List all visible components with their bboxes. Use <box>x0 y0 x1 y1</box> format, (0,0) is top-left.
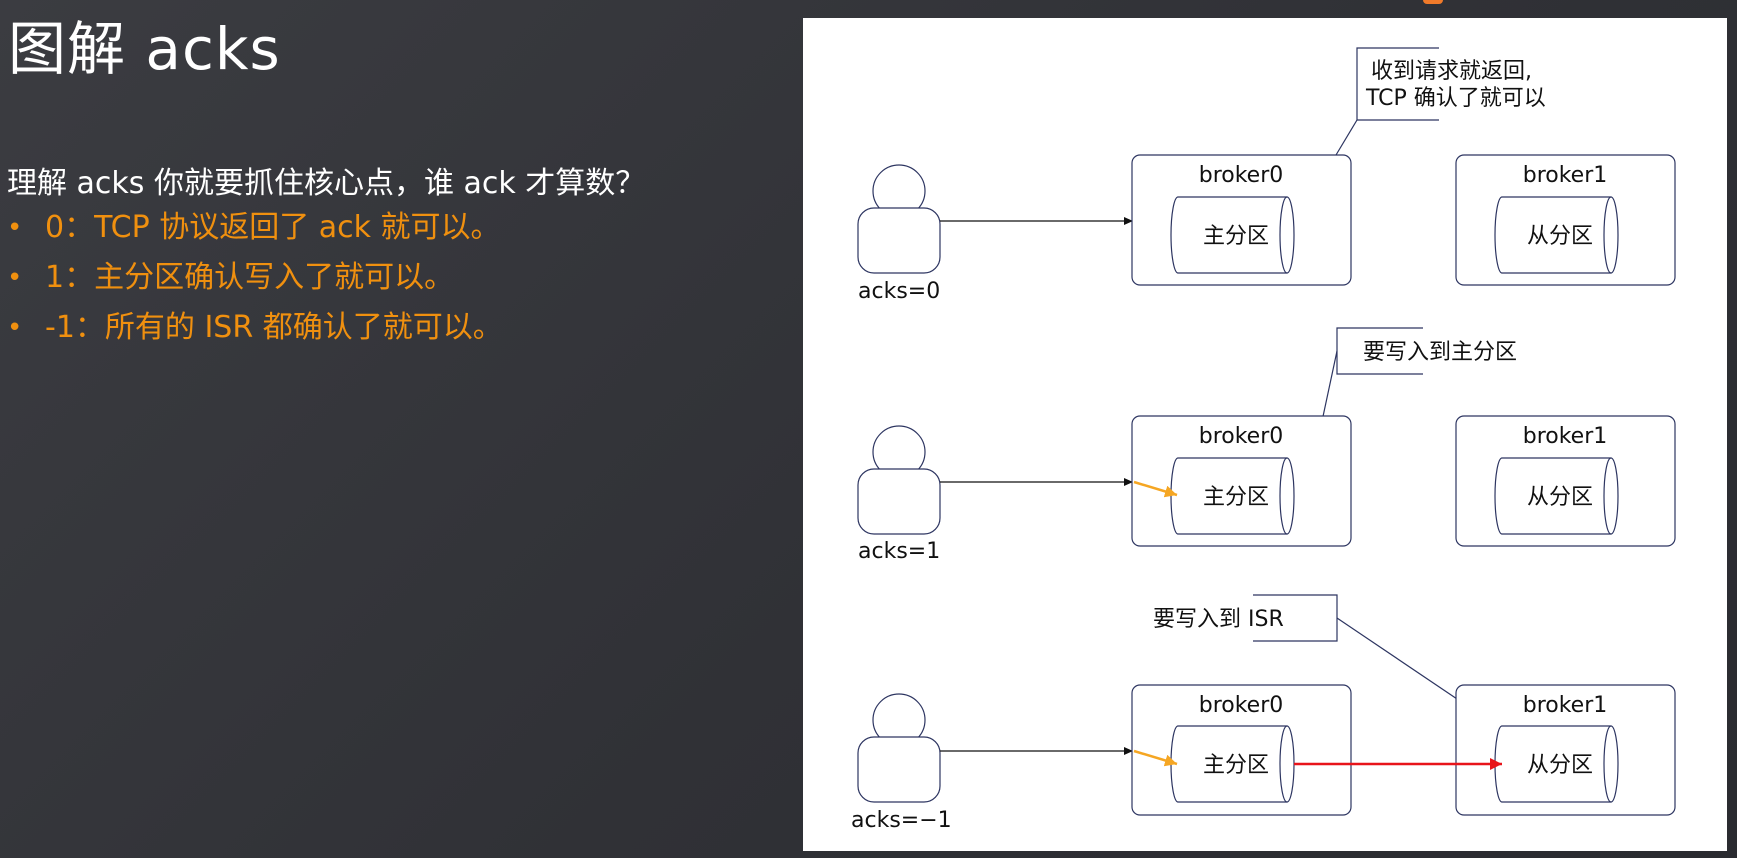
broker1-label: broker1 <box>1523 693 1608 718</box>
ack-label-minus-1: acks=−1 <box>851 808 952 833</box>
bullet-item-acks-1: 1：主分区确认写入了就可以。 <box>7 257 503 307</box>
ack-label-1: acks=1 <box>858 539 940 564</box>
broker1-box: broker1 从分区 <box>1455 415 1676 547</box>
acks-diagram-panel: 收到请求就返回, TCP 确认了就可以 acks=0 broker0 主分区 <box>803 18 1727 851</box>
broker0-box: broker0 主分区 <box>1131 684 1352 816</box>
replica-partition-label: 从分区 <box>1527 753 1593 778</box>
row-acks-minus-1: 要写入到 ISR acks=−1 broker0 主分区 br <box>851 594 1676 833</box>
intro-text: 理解 acks 你就要抓住核心点，谁 ack 才算数？ <box>7 166 646 201</box>
row-acks-0: 收到请求就返回, TCP 确认了就可以 acks=0 broker0 主分区 <box>857 47 1676 304</box>
primary-partition-label: 主分区 <box>1203 753 1269 778</box>
note-acks-0-line-2: TCP 确认了就可以 <box>1365 86 1546 111</box>
replica-partition-cylinder: 从分区 <box>1494 725 1619 803</box>
producer-icon <box>857 693 941 803</box>
bullet-item-acks-minus-1: -1：所有的 ISR 都确认了就可以。 <box>7 307 503 357</box>
replica-partition-cylinder: 从分区 <box>1494 196 1619 274</box>
note-acks-minus-1-line-1: 要写入到 ISR <box>1153 607 1284 632</box>
write-to-primary-arrow <box>1133 749 1178 767</box>
note-acks-minus-1: 要写入到 ISR <box>1153 594 1507 733</box>
note-acks-1: 要写入到主分区 <box>1305 327 1517 497</box>
primary-partition-label: 主分区 <box>1203 224 1269 249</box>
producer-icon <box>857 164 941 274</box>
primary-partition-cylinder: 主分区 <box>1170 196 1295 274</box>
primary-partition-label: 主分区 <box>1203 485 1269 510</box>
top-accent-mark <box>1423 0 1443 4</box>
row-acks-1: 要写入到主分区 acks=1 broker0 主分区 brok <box>857 327 1676 564</box>
note-acks-0-line-1: 收到请求就返回, <box>1371 59 1532 84</box>
replica-partition-cylinder: 从分区 <box>1494 457 1619 535</box>
primary-partition-cylinder: 主分区 <box>1170 725 1295 803</box>
primary-partition-cylinder: 主分区 <box>1170 457 1295 535</box>
acks-diagram: 收到请求就返回, TCP 确认了就可以 acks=0 broker0 主分区 <box>851 47 1676 833</box>
producer-icon <box>857 425 941 535</box>
replica-partition-label: 从分区 <box>1527 485 1593 510</box>
slide-title: 图解 acks <box>8 15 281 83</box>
broker0-box: broker0 主分区 <box>1131 154 1352 286</box>
broker1-label: broker1 <box>1523 424 1608 449</box>
note-acks-1-line-1: 要写入到主分区 <box>1363 340 1517 365</box>
broker0-label: broker0 <box>1199 693 1284 718</box>
broker0-label: broker0 <box>1199 424 1284 449</box>
write-to-primary-arrow <box>1133 480 1178 498</box>
bullet-item-acks-0: 0：TCP 协议返回了 ack 就可以。 <box>7 207 503 257</box>
broker0-box: broker0 主分区 <box>1131 415 1352 547</box>
note-acks-0: 收到请求就返回, TCP 确认了就可以 <box>1335 47 1546 156</box>
bullet-list: 0：TCP 协议返回了 ack 就可以。 1：主分区确认写入了就可以。 -1：所… <box>7 207 503 357</box>
broker1-box: broker1 从分区 <box>1455 154 1676 286</box>
broker0-label: broker0 <box>1199 163 1284 188</box>
broker1-box: broker1 从分区 <box>1455 684 1676 816</box>
replica-partition-label: 从分区 <box>1527 224 1593 249</box>
ack-label-0: acks=0 <box>858 279 940 304</box>
broker1-label: broker1 <box>1523 163 1608 188</box>
